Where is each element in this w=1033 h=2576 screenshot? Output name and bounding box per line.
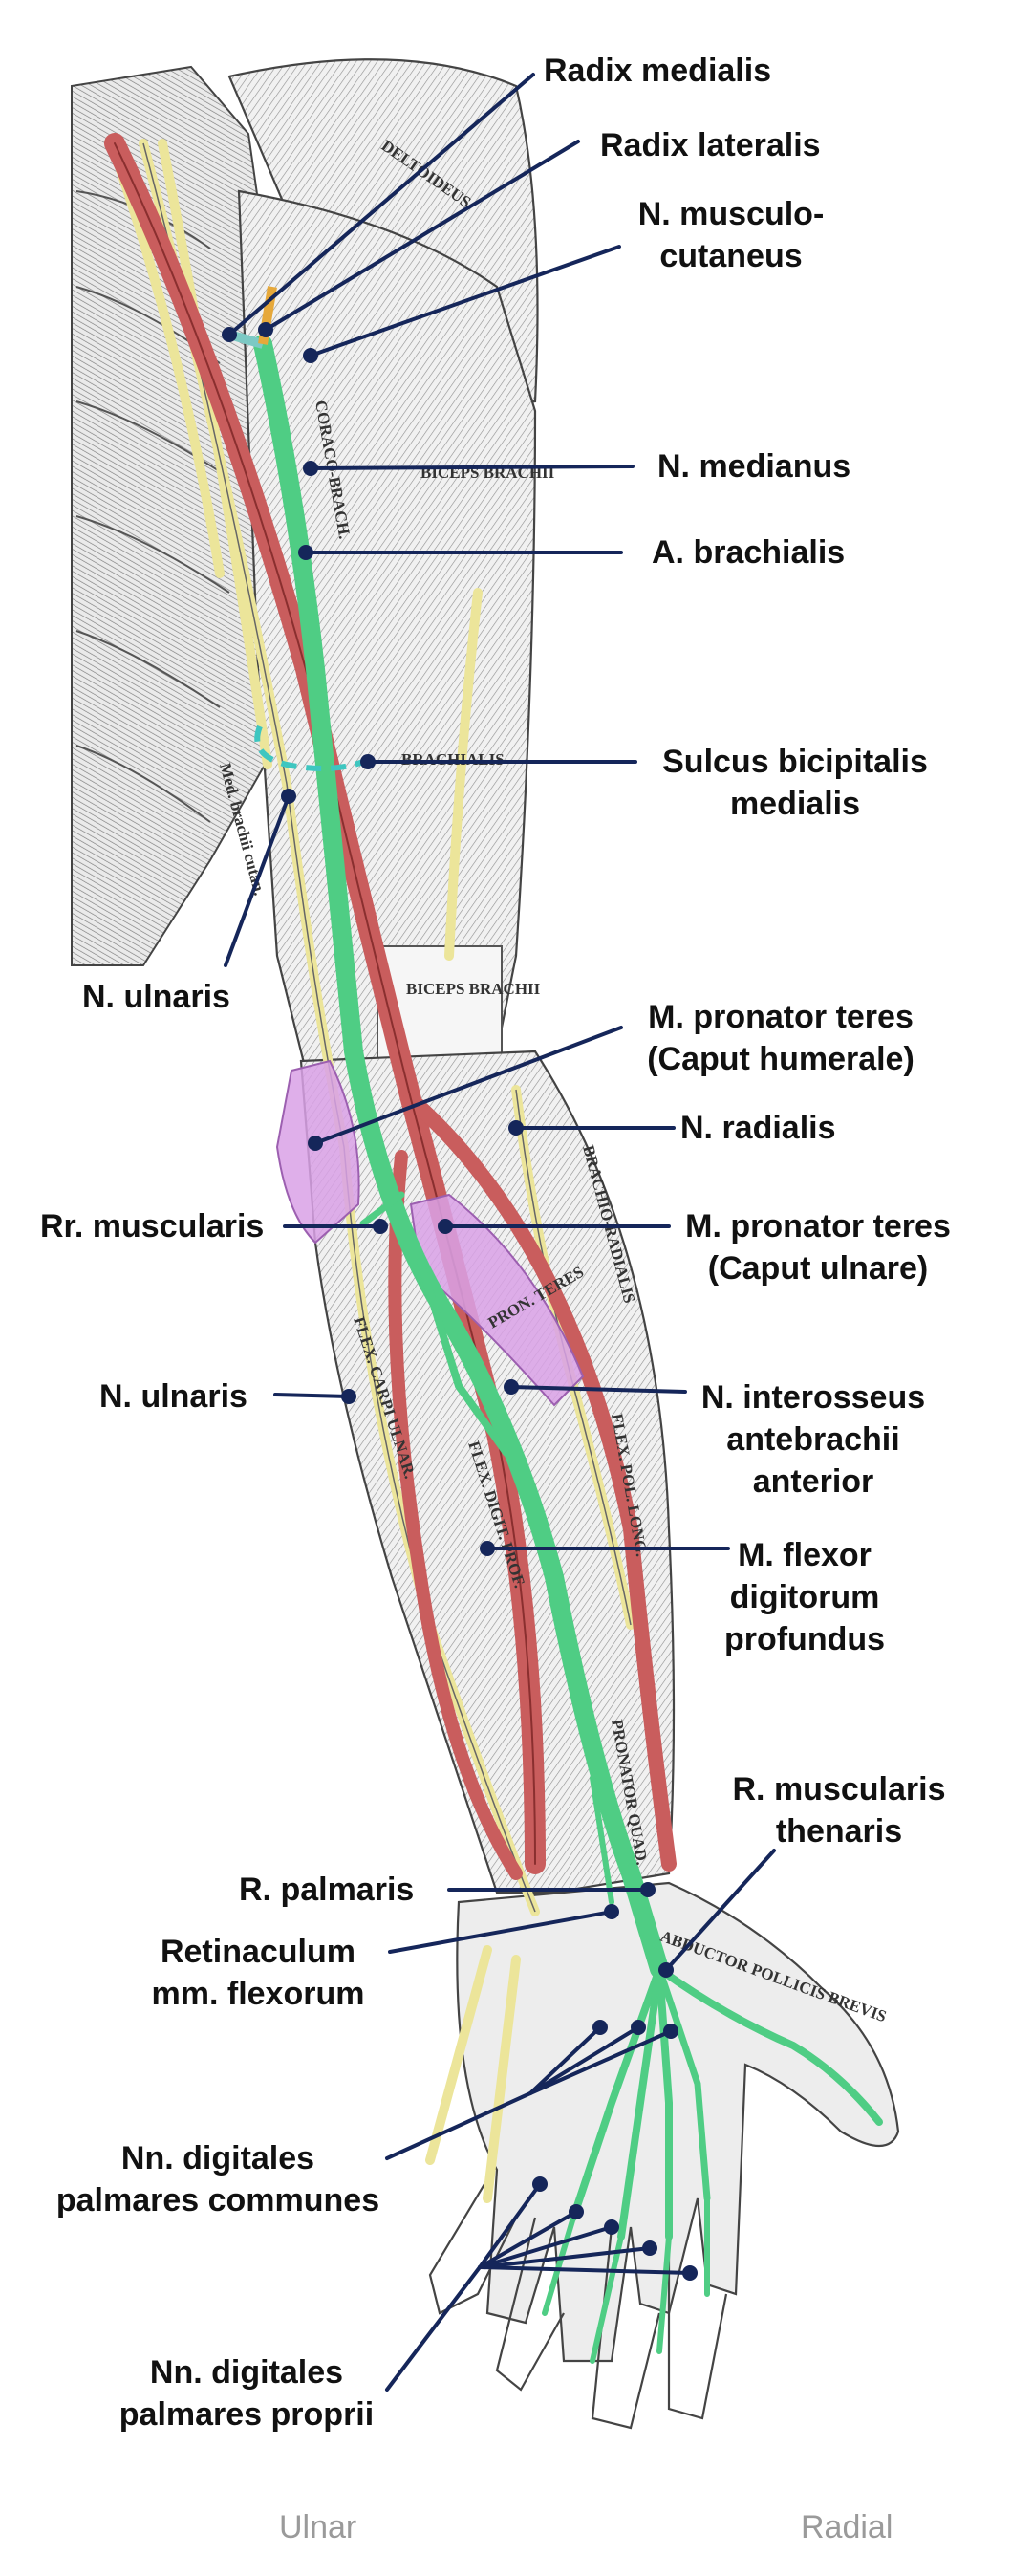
label-pronator-ulnare-line2: (Caput ulnare): [707, 1250, 929, 1287]
label-n-medianus: N. medianus: [657, 448, 851, 485]
label-m-flexor-line3: profundus: [723, 1621, 886, 1657]
label-n-radialis: N. radialis: [680, 1110, 836, 1146]
pronator-teres-ulnare: [409, 1193, 585, 1407]
upper-arm: [237, 189, 537, 1072]
label-nn-communes-line2: palmares communes: [55, 2182, 380, 2219]
brachial-artery: [104, 133, 677, 1880]
label-a-brachialis: A. brachialis: [652, 534, 846, 571]
label-n-musculocutaneus-line1: N. musculo-: [637, 196, 825, 232]
label-nn-proprii-line2: palmares proprii: [118, 2396, 375, 2433]
label-nn-communes-line1: Nn. digitales: [120, 2140, 315, 2176]
label-retinaculum-line1: Retinaculum: [160, 1934, 356, 1970]
label-n-ulnaris-upper: N. ulnaris: [82, 979, 230, 1015]
engraving-brachialis: BRACHIALIS: [401, 750, 505, 768]
label-rr-muscularis: Rr. muscularis: [40, 1208, 265, 1245]
label-r-palmaris: R. palmaris: [239, 1872, 415, 1908]
label-n-ulnaris-lower: N. ulnaris: [99, 1378, 247, 1415]
median-nerve: [253, 335, 883, 2364]
label-n-musculocutaneus: N. musculo- cutaneus: [621, 193, 841, 277]
engraving-biceps-lower: BICEPS BRACHII: [406, 980, 541, 998]
fingers: [428, 2178, 728, 2430]
label-radix-lateralis: Radix lateralis: [600, 127, 821, 163]
label-r-muscularis-thenaris-line2: thenaris: [775, 1813, 903, 1850]
label-radix-medialis: Radix medialis: [544, 53, 772, 89]
label-sulcus-line2: medialis: [729, 786, 861, 822]
label-nn-digitales-proprii: Nn. digitales palmares proprii: [113, 2351, 380, 2435]
label-n-interosseus: N. interosseus antebrachii anterior: [684, 1376, 942, 1503]
label-pronator-humerale-line2: (Caput humerale): [647, 1041, 915, 1077]
label-pronator-teres-ulnare: M. pronator teres (Caput ulnare): [669, 1205, 967, 1289]
label-retinaculum: Retinaculum mm. flexorum: [134, 1931, 382, 2015]
pronator-teres-humerale: [275, 1059, 360, 1245]
label-n-interosseus-line1: N. interosseus: [700, 1379, 926, 1416]
label-n-interosseus-line3: anterior: [752, 1463, 874, 1500]
label-n-musculocutaneus-line2: cutaneus: [659, 238, 803, 274]
sulcus-marker: [254, 725, 370, 771]
label-pronator-ulnare-line1: M. pronator teres: [685, 1208, 951, 1245]
label-m-flexor-line2: digitorum: [729, 1579, 880, 1615]
leader-lines: [224, 73, 776, 2392]
label-r-muscularis-thenaris-line1: R. muscularis: [732, 1771, 946, 1808]
label-m-flexor-digitorum: M. flexor digitorum profundus: [719, 1534, 891, 1660]
leader-dots: [222, 322, 698, 2281]
label-nn-digitales-communes: Nn. digitales palmares communes: [55, 2137, 380, 2221]
label-r-muscularis-thenaris: R. muscularis thenaris: [715, 1768, 963, 1852]
axis-label-radial: Radial: [801, 2509, 893, 2545]
label-nn-proprii-line1: Nn. digitales: [149, 2354, 344, 2391]
label-retinaculum-line2: mm. flexorum: [151, 1976, 365, 2012]
label-n-interosseus-line2: antebrachii: [726, 1421, 900, 1458]
label-pronator-humerale-line1: M. pronator teres: [648, 999, 914, 1035]
label-pronator-teres-humerale: M. pronator teres (Caput humerale): [623, 996, 938, 1080]
label-m-flexor-line1: M. flexor: [738, 1537, 872, 1573]
axis-label-ulnar: Ulnar: [279, 2509, 357, 2545]
label-sulcus-line1: Sulcus bicipitalis: [662, 744, 928, 780]
label-sulcus-bicipitalis: Sulcus bicipitalis medialis: [642, 741, 948, 825]
